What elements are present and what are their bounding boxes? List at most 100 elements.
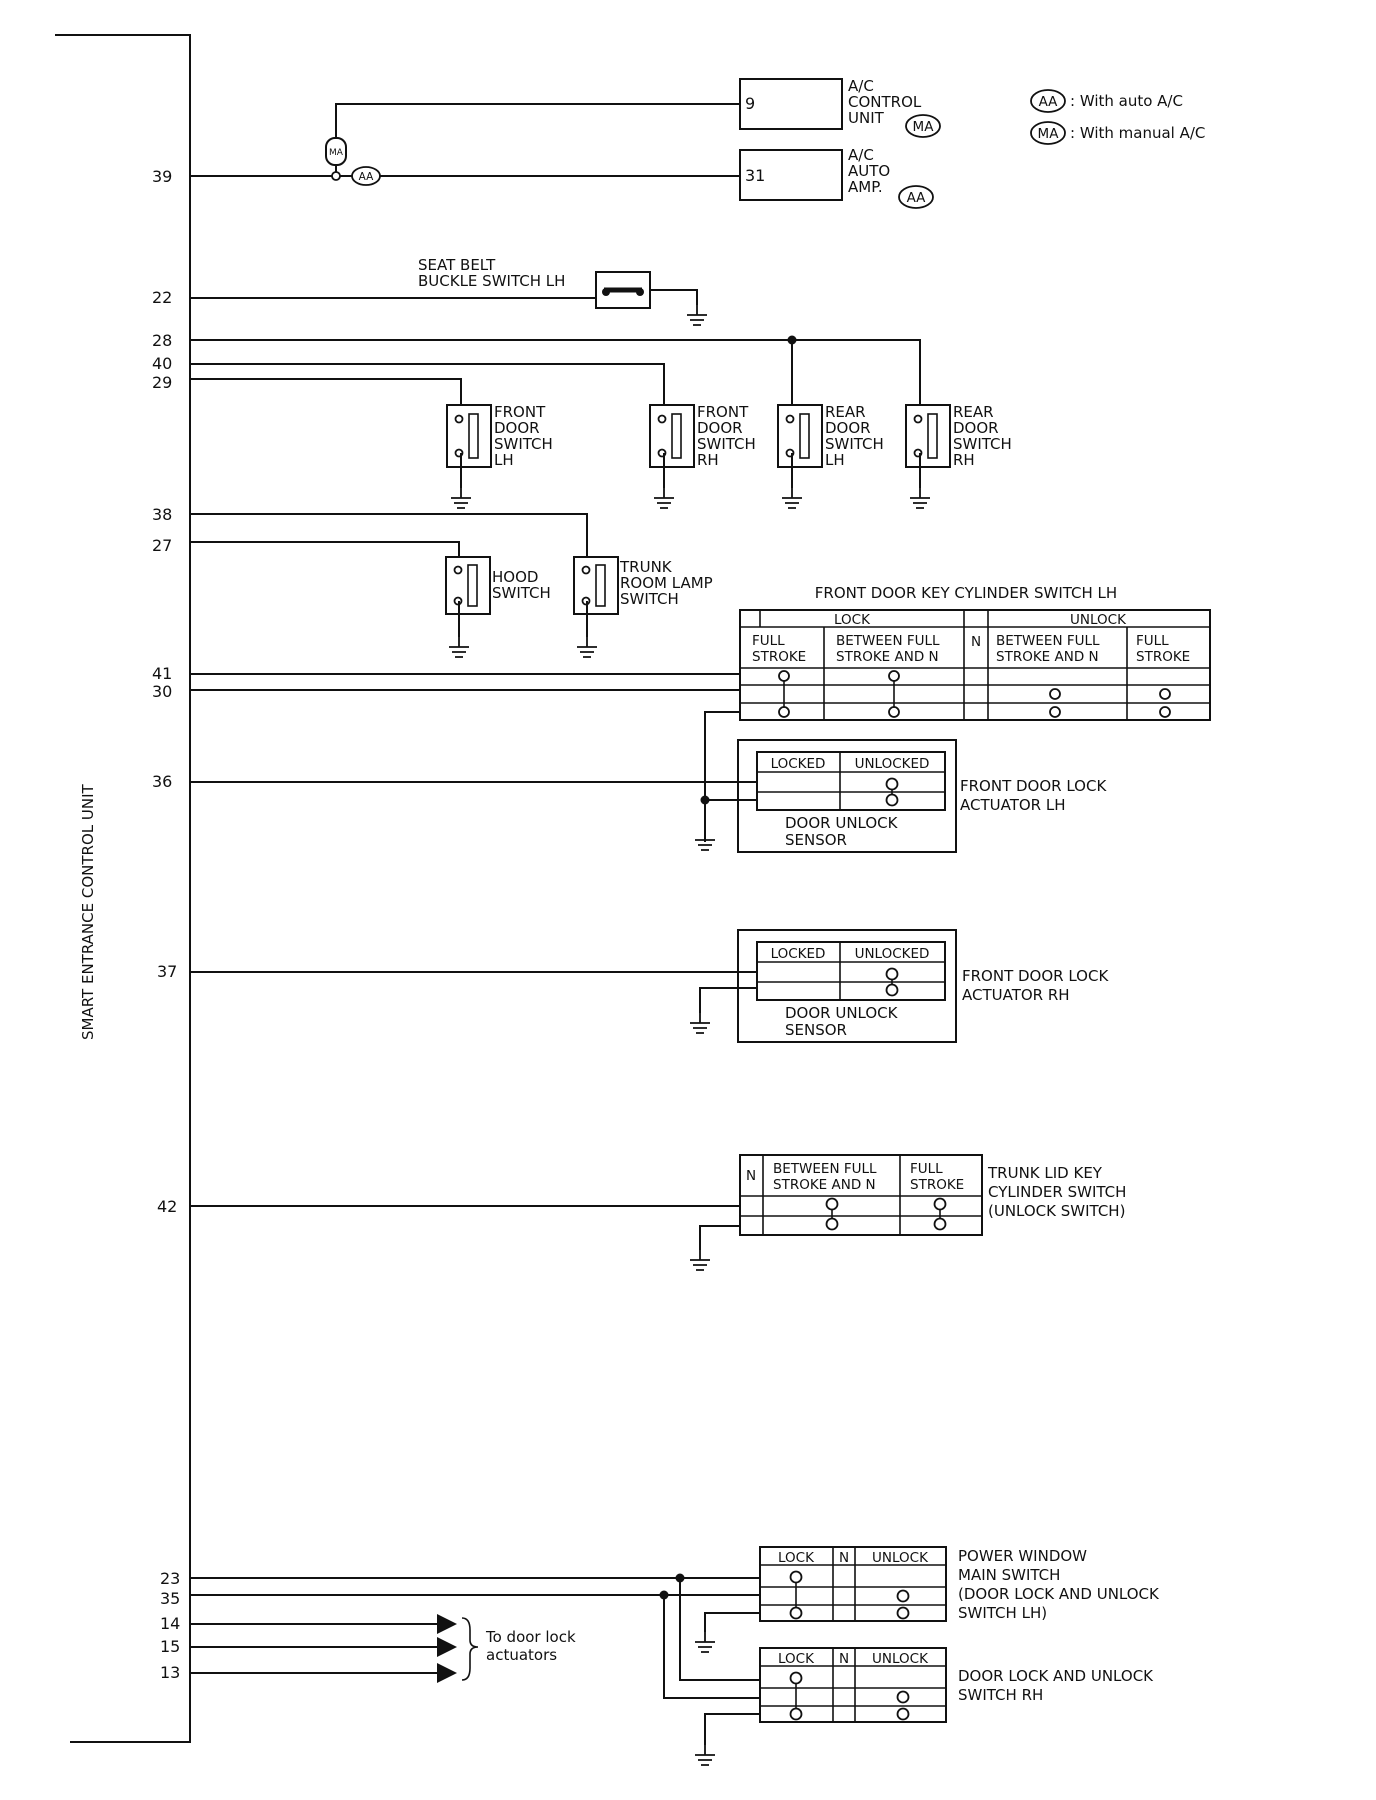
key-cylinder-lh-col1-b: STROKE — [752, 649, 806, 665]
rh-switch-label-1: DOOR LOCK AND UNLOCK — [958, 1667, 1154, 1685]
rear-door-switch-rh — [905, 404, 951, 509]
trunk-room-lamp-switch — [573, 556, 619, 658]
key-cylinder-lh-n: N — [971, 634, 981, 650]
actuator-lh-label-2: ACTUATOR LH — [960, 796, 1066, 814]
rear-door-switch-lh-label-2: DOOR — [825, 419, 871, 437]
pw-main-label-3: (DOOR LOCK AND UNLOCK — [958, 1585, 1160, 1603]
trunk-room-lamp-switch-label-1: TRUNK — [619, 558, 673, 576]
front-door-lock-actuator-rh — [190, 929, 957, 1043]
trunk-key-col2-a: FULL — [910, 1161, 943, 1177]
pin-15: 15 — [160, 1637, 180, 1656]
ac-auto-amp-badge: AA — [907, 190, 927, 206]
pw-main-label-1: POWER WINDOW — [958, 1547, 1087, 1565]
ac-control-unit-line3: UNIT — [848, 109, 885, 127]
door-switch-wiring — [190, 335, 921, 412]
rear-door-switch-lh — [777, 404, 823, 509]
pin-22: 22 — [152, 288, 172, 307]
ac-auto-amp-pin: 31 — [745, 166, 765, 185]
ac-auto-amp-line1: A/C — [848, 146, 874, 164]
actuator-lh-unlocked: UNLOCKED — [855, 756, 930, 772]
front-door-switch-lh-label-3: SWITCH — [494, 435, 553, 453]
pin-13: 13 — [160, 1663, 180, 1682]
rh-switch-label-2: SWITCH RH — [958, 1686, 1043, 1704]
trunk-key-col2-b: STROKE — [910, 1177, 964, 1193]
actuator-rh-sensor-1: DOOR UNLOCK — [785, 1004, 899, 1022]
actuator-rh-unlocked: UNLOCKED — [855, 946, 930, 962]
key-cylinder-lh-col2-b: STROKE AND N — [836, 649, 939, 665]
rear-door-switch-rh-label-1: REAR — [953, 403, 994, 421]
pin-28: 28 — [152, 331, 172, 350]
pin-38: 38 — [152, 505, 172, 524]
power-window-main-switch — [694, 1546, 947, 1653]
hood-switch-label-2: SWITCH — [492, 584, 551, 602]
wire-badge-aa: AA — [359, 171, 374, 183]
actuator-lh-sensor-2: SENSOR — [785, 831, 847, 849]
actuator-lh-label-1: FRONT DOOR LOCK — [960, 777, 1107, 795]
ac-control-unit: 9 A/C CONTROL UNIT MA — [739, 77, 941, 138]
legend-badge-aa: AA — [1039, 94, 1059, 110]
key-cylinder-lh-col4-a: FULL — [1136, 633, 1169, 649]
hood-switch-label-1: HOOD — [492, 568, 538, 586]
actuator-rh-locked: LOCKED — [771, 946, 826, 962]
trunk-lid-key-cylinder-switch — [190, 1154, 983, 1271]
pin-23: 23 — [160, 1569, 180, 1588]
control-unit-label: SMART ENTRANCE CONTROL UNIT — [79, 783, 97, 1040]
ac-control-unit-line2: CONTROL — [848, 93, 922, 111]
trunk-key-label-3: (UNLOCK SWITCH) — [988, 1202, 1125, 1220]
front-door-switch-lh-label-2: DOOR — [494, 419, 540, 437]
hood-switch — [445, 556, 491, 658]
rear-door-switch-rh-label-2: DOOR — [953, 419, 999, 437]
front-door-switch-lh-label-1: FRONT — [494, 403, 546, 421]
legend-badge-ma: MA — [1038, 126, 1060, 142]
pin-35: 35 — [160, 1589, 180, 1608]
actuators-note-1: To door lock — [485, 1628, 576, 1646]
trunk-room-lamp-switch-label-3: SWITCH — [620, 590, 679, 608]
ac-control-unit-badge: MA — [913, 119, 935, 135]
front-door-switch-lh-label-4: LH — [494, 451, 514, 469]
ac-control-unit-line1: A/C — [848, 77, 874, 95]
legend-text-aa: : With auto A/C — [1070, 92, 1183, 110]
rear-door-switch-lh-label-4: LH — [825, 451, 845, 469]
trunk-key-n: N — [746, 1168, 756, 1184]
front-door-switch-rh-label-2: DOOR — [697, 419, 743, 437]
pin-36: 36 — [152, 772, 172, 791]
pw-main-label-2: MAIN SWITCH — [958, 1566, 1060, 1584]
actuator-lh-locked: LOCKED — [771, 756, 826, 772]
ac-wiring — [190, 103, 740, 186]
actuators-note-2: actuators — [486, 1646, 557, 1664]
front-door-switch-rh-label-1: FRONT — [697, 403, 749, 421]
key-cylinder-lh-col4-b: STROKE — [1136, 649, 1190, 665]
pin-41: 41 — [152, 664, 172, 683]
rh-switch-n: N — [839, 1651, 849, 1667]
actuator-rh-label-2: ACTUATOR RH — [962, 986, 1070, 1004]
legend: AA : With auto A/C MA : With manual A/C — [1030, 89, 1205, 145]
trunk-key-label-2: CYLINDER SWITCH — [988, 1183, 1126, 1201]
seat-belt-label-2: BUCKLE SWITCH LH — [418, 272, 565, 290]
key-cylinder-lh-title: FRONT DOOR KEY CYLINDER SWITCH LH — [815, 584, 1117, 602]
trunk-room-lamp-switch-label-2: ROOM LAMP — [620, 574, 713, 592]
trunk-key-col1-b: STROKE AND N — [773, 1177, 876, 1193]
front-door-lock-actuator-lh — [190, 739, 957, 853]
trunk-key-label-1: TRUNK LID KEY — [987, 1164, 1103, 1182]
key-cylinder-lh-lock: LOCK — [834, 612, 871, 628]
pin-40: 40 — [152, 354, 172, 373]
key-cylinder-lh-col1-a: FULL — [752, 633, 785, 649]
key-cylinder-lh-col2-a: BETWEEN FULL — [836, 633, 940, 649]
rear-door-switch-rh-label-4: RH — [953, 451, 975, 469]
ac-auto-amp: 31 A/C AUTO AMP. AA — [739, 146, 934, 209]
rh-switch-lock: LOCK — [778, 1651, 815, 1667]
key-cylinder-lh-switch — [190, 609, 1211, 842]
actuator-rh-sensor-2: SENSOR — [785, 1021, 847, 1039]
ac-control-unit-pin: 9 — [745, 94, 755, 113]
door-lock-unlock-switch-rh — [694, 1647, 947, 1766]
key-cylinder-lh-col3-b: STROKE AND N — [996, 649, 1099, 665]
front-door-switch-rh — [649, 404, 695, 509]
pin-30: 30 — [152, 682, 172, 701]
fuse-label: MA — [329, 148, 344, 158]
front-door-switch-rh-label-3: SWITCH — [697, 435, 756, 453]
seat-belt-label-1: SEAT BELT — [418, 256, 496, 274]
trunk-key-col1-a: BETWEEN FULL — [773, 1161, 877, 1177]
front-door-switch-rh-label-4: RH — [697, 451, 719, 469]
pin-37: 37 — [157, 962, 177, 981]
